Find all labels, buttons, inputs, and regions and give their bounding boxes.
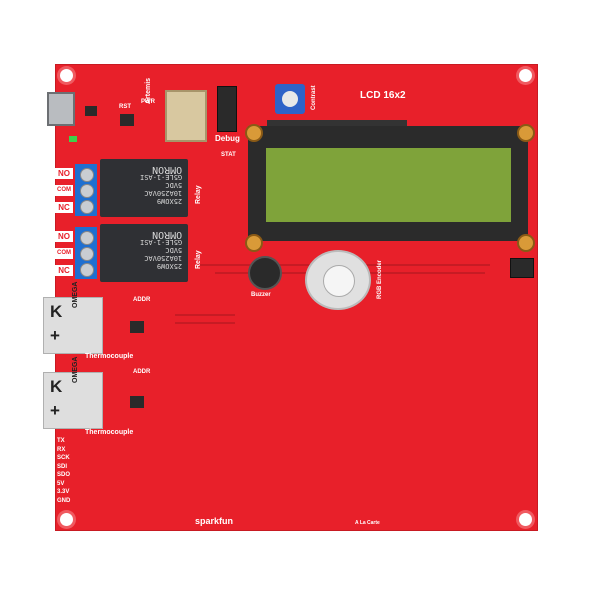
mounting-hole: [60, 513, 73, 526]
header-pin-label: 3.3V: [57, 489, 70, 495]
no-label: NO: [55, 231, 73, 242]
addr-label: ADDR: [133, 369, 151, 375]
com-label: COM: [55, 248, 73, 259]
pcb-trace: [175, 314, 235, 316]
terminal-screw[interactable]: [80, 231, 94, 245]
k-label: K: [50, 377, 63, 396]
lcd-display: [248, 126, 528, 241]
header-pin-label: TX: [57, 438, 65, 444]
potentiometer-knob[interactable]: [282, 91, 298, 107]
pcb-board: RST PWR Artemis Debug STAT Contrast LCD …: [43, 64, 538, 531]
relay-1: 25XOW9 10A250VAC 5VDC G5LE-1-ASI OMRON: [100, 159, 188, 217]
addr-label: ADDR: [133, 297, 151, 303]
relay-text: 25XOW9: [156, 197, 182, 205]
screw-terminal-1[interactable]: [75, 164, 97, 216]
nc-label: NC: [55, 265, 73, 276]
debug-label: Debug: [215, 134, 240, 143]
relay-2: 25XOW9 10A250VAC 5VDC G5LE-1-ASI OMRON: [100, 224, 188, 282]
voltage-regulator-chip: [85, 106, 97, 116]
nc-label: NC: [55, 202, 73, 213]
pwr-label: PWR: [141, 99, 155, 105]
header-pin-label: SCK: [57, 455, 70, 461]
no-label: NO: [55, 168, 73, 179]
led-indicator: [69, 136, 77, 142]
terminal-screw[interactable]: [80, 263, 94, 277]
header-pin-label: RX: [57, 446, 66, 453]
terminal-screw[interactable]: [80, 184, 94, 198]
mounting-hole: [519, 69, 532, 82]
pcb-trace: [175, 322, 235, 324]
lcd-standoff: [245, 234, 263, 252]
mounting-hole: [60, 69, 73, 82]
thermocouple-connector-2[interactable]: K + OMEGA: [43, 357, 103, 429]
relay-text: 10A250VAC: [144, 189, 182, 197]
thermocouple-amp-chip: [130, 396, 144, 408]
lcd-standoff: [517, 234, 535, 252]
header-pin-label: GND: [57, 497, 71, 504]
charger-chip: [120, 114, 134, 126]
k-label: K: [50, 302, 63, 321]
contrast-label: Contrast: [311, 85, 317, 110]
sparkfun-logo: sparkfun: [195, 516, 234, 526]
header-pin-label: 5V: [57, 480, 65, 487]
header-pin-label: SDI: [57, 463, 68, 470]
terminal-screw[interactable]: [80, 200, 94, 214]
relay-text: OMRON: [151, 164, 182, 175]
terminal-screw[interactable]: [80, 247, 94, 261]
io-header-labels: TX RX SCK SDI SDO 5V 3.3V GND: [57, 437, 70, 505]
stat-label: STAT: [221, 152, 236, 158]
artemis-module: [165, 90, 207, 142]
lcd-title: LCD 16x2: [360, 90, 406, 101]
mounting-hole: [519, 513, 532, 526]
omega-label: OMEGA: [72, 281, 79, 308]
encoder-knob[interactable]: [323, 265, 355, 297]
thermocouple-connector-1[interactable]: K + OMEGA: [43, 282, 103, 354]
thermocouple-label: Thermocouple: [85, 429, 134, 436]
lcd-screen: [266, 148, 511, 222]
terminal-screw[interactable]: [80, 168, 94, 182]
thermocouple-label: Thermocouple: [85, 353, 134, 360]
relay-label: Relay: [195, 250, 202, 269]
lcd-header-pins: [267, 120, 407, 126]
rst-label: RST: [119, 104, 131, 110]
artemis-label: Artemis: [145, 77, 152, 104]
lcd-standoff: [245, 124, 263, 142]
relay-text: 5VDC: [165, 181, 182, 189]
rgb-encoder[interactable]: [305, 250, 371, 310]
buzzer: [248, 256, 282, 290]
thermocouple-amp-chip: [130, 321, 144, 333]
encoder-label: RGB Encoder: [377, 259, 383, 299]
relay-text: 25XOW9: [156, 262, 182, 270]
usb-c-connector: [47, 92, 75, 126]
com-label: COM: [55, 185, 73, 196]
debug-header: [217, 86, 237, 132]
qwiic-connector[interactable]: [510, 258, 534, 278]
lcd-standoff: [517, 124, 535, 142]
contrast-potentiometer[interactable]: [275, 84, 305, 114]
buzzer-label: Buzzer: [251, 292, 271, 298]
header-pin-label: SDO: [57, 472, 71, 478]
relay-text: 5VDC: [165, 246, 182, 254]
footer-label: A La Carte: [355, 520, 380, 526]
relay-label: Relay: [195, 185, 202, 204]
plus-label: +: [50, 401, 60, 420]
plus-label: +: [50, 326, 60, 345]
relay-text: OMRON: [151, 229, 182, 240]
relay-text: 10A250VAC: [144, 254, 182, 262]
omega-label: OMEGA: [72, 356, 79, 383]
screw-terminal-2[interactable]: [75, 227, 97, 279]
